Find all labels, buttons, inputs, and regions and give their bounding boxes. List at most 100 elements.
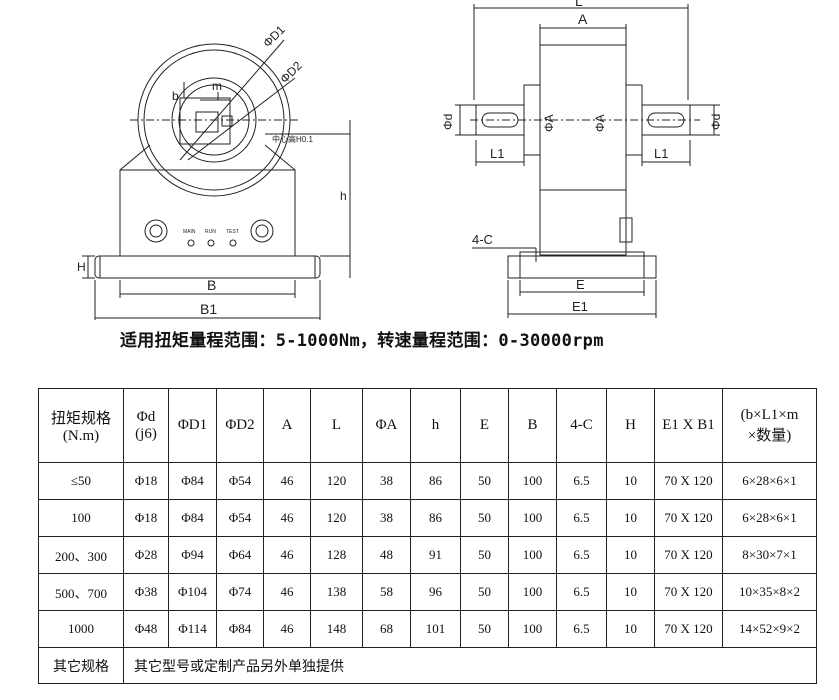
table-cell: Φ104 [168,573,217,611]
table-cell: Φ54 [216,462,264,500]
table-cell: 6.5 [556,573,607,611]
table-cell: 100 [38,499,124,537]
led-label-test: TEST [226,229,239,235]
table-cell: 46 [263,573,311,611]
table-cell: Φ84 [168,462,217,500]
footer-note: 其它型号或定制产品另外单独提供 [123,647,817,684]
table-cell: 128 [310,536,363,574]
dim-m: m [212,79,222,93]
table-cell: 6×28×6×1 [722,462,817,500]
table-cell: 100 [508,610,557,648]
table-cell: 70 X 120 [654,499,723,537]
table-cell: 38 [362,499,411,537]
header-e1xb1: E1 X B1 [654,388,723,463]
header-phi-d2: ΦD2 [216,388,264,463]
table-header-row: 扭矩规格 (N.m) Φd (j6) ΦD1 ΦD2 A L ΦA h E B … [38,388,817,463]
table-cell: 46 [263,462,311,500]
dim-phi-a-right: ΦA [593,114,607,132]
header-a: A [263,388,311,463]
header-H: H [606,388,655,463]
table-cell: Φ18 [123,499,169,537]
table-cell: Φ48 [123,610,169,648]
dim-B: B [207,277,216,293]
table-cell: Φ114 [168,610,217,648]
table-cell: 91 [410,536,461,574]
table-cell: 148 [310,610,363,648]
table-cell: Φ64 [216,536,264,574]
table-cell: 50 [460,573,509,611]
table-cell: 10 [606,610,655,648]
technical-drawing: ΦD1 ΦD2 b m 中心高H0.1 h H B B1 MAIN RUN TE… [77,0,723,320]
table-cell: 101 [410,610,461,648]
header-e: E [460,388,509,463]
table-cell: Φ38 [123,573,169,611]
footer-label: 其它规格 [38,647,124,684]
dim-L: L [575,0,583,9]
table-cell: Φ28 [123,536,169,574]
table-cell: 50 [460,610,509,648]
dim-phi-d-left: Φd [441,114,455,130]
dim-4c: 4-C [472,232,493,247]
table-cell: 6.5 [556,610,607,648]
table-cell: 50 [460,462,509,500]
side-view [455,4,720,318]
table-cell: 14×52×9×2 [722,610,817,648]
dim-phi-d1: ΦD1 [260,22,288,50]
table-cell: 100 [508,573,557,611]
dim-center-height: 中心高H0.1 [272,134,313,144]
table-cell: 70 X 120 [654,462,723,500]
dim-phi-d2: ΦD2 [277,58,305,86]
table-cell: 120 [310,462,363,500]
header-phi-d1: ΦD1 [168,388,217,463]
table-cell: 70 X 120 [654,536,723,574]
table-footer-row: 其它规格 其它型号或定制产品另外单独提供 [38,647,817,684]
table-cell: 6×28×6×1 [722,499,817,537]
table-cell: 10 [606,462,655,500]
led-label-main: MAIN [183,229,196,235]
table-cell: Φ84 [168,499,217,537]
header-phi-d: Φd (j6) [123,388,169,463]
table-cell: 8×30×7×1 [722,536,817,574]
header-b: B [508,388,557,463]
table-cell: 500、700 [38,573,124,611]
dim-phi-d-right: Φd [709,114,723,130]
spec-table: 扭矩规格 (N.m) Φd (j6) ΦD1 ΦD2 A L ΦA h E B … [38,388,817,684]
table-cell: Φ74 [216,573,264,611]
table-cell: 46 [263,536,311,574]
table-cell: Φ18 [123,462,169,500]
table-cell: Φ84 [216,610,264,648]
table-cell: 70 X 120 [654,610,723,648]
table-cell: 10 [606,573,655,611]
header-l: L [310,388,363,463]
table-cell: 38 [362,462,411,500]
table-cell: 46 [263,610,311,648]
header-4c: 4-C [556,388,607,463]
dim-h: h [340,189,347,203]
table-cell: 86 [410,499,461,537]
table-cell: Φ94 [168,536,217,574]
table-cell: 100 [508,536,557,574]
table-cell: 100 [508,462,557,500]
dim-phi-a-left: ΦA [542,114,556,132]
table-cell: 200、300 [38,536,124,574]
table-cell: 46 [263,499,311,537]
table-cell: 6.5 [556,536,607,574]
table-cell: 48 [362,536,411,574]
dim-b: b [172,89,179,103]
table-cell: 50 [460,499,509,537]
range-caption: 适用扭矩量程范围：5-1000Nm，转速量程范围：0-30000rpm [120,331,604,351]
dim-E1: E1 [572,299,588,314]
dim-B1: B1 [200,301,217,317]
table-cell: 1000 [38,610,124,648]
dim-l1-right: L1 [654,146,668,161]
header-spec: 扭矩规格 (N.m) [38,388,124,463]
table-cell: 10 [606,536,655,574]
led-label-run: RUN [205,229,216,235]
table-cell: 70 X 120 [654,573,723,611]
table-cell: 120 [310,499,363,537]
dim-l1-left: L1 [490,146,504,161]
table-cell: 6.5 [556,462,607,500]
table-cell: 86 [410,462,461,500]
